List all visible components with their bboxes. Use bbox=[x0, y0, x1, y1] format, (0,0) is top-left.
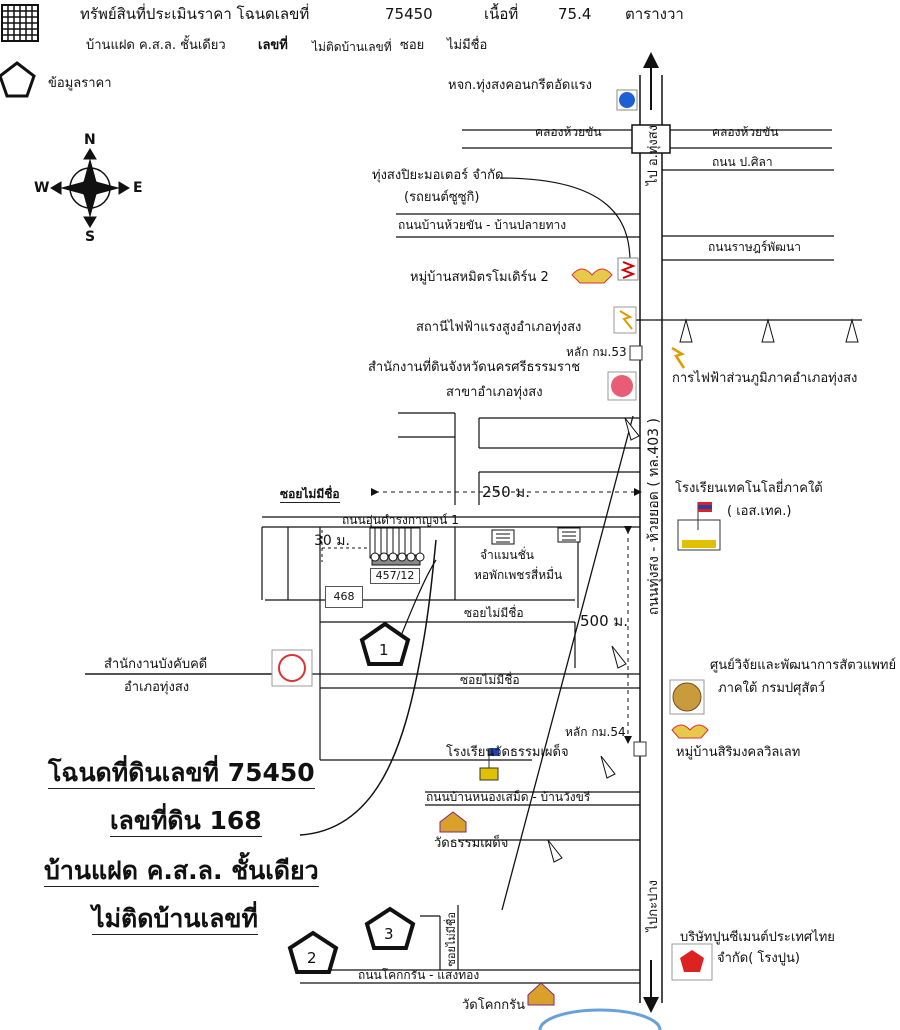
dorm-label: หอพักเพชรสี่หมื่น bbox=[474, 568, 563, 582]
enforcement-label: สำนักงานบังคับคดี bbox=[104, 657, 208, 672]
km54-label: หลัก กม.54 bbox=[565, 725, 626, 739]
wat-school-label: โรงเรียนวัดธรรมเผด็จ bbox=[446, 745, 569, 760]
legend-label: ข้อมูลราคา bbox=[48, 76, 112, 91]
vet-sub-label: ภาคใต้ กรมปศุสัตว์ bbox=[718, 681, 826, 696]
km53-label: หลัก กม.53 bbox=[566, 345, 627, 359]
tech-school-label: โรงเรียนเทคโนโลยี่ภาคใต้ bbox=[675, 481, 823, 496]
header-title: ทรัพย์สินที่ประเมินราคา โฉนดเลขที่ bbox=[80, 5, 310, 23]
soi-label: ซอย bbox=[400, 38, 425, 53]
summary-leader bbox=[299, 539, 437, 836]
compass-n: N bbox=[84, 132, 96, 148]
area-unit: ตารางวา bbox=[625, 5, 684, 23]
soi-top-label: ซอยไม่มีชื่อ bbox=[280, 487, 340, 503]
house-type: บ้านแฝด ค.ส.ล. ชั้นเดียว bbox=[86, 38, 226, 53]
summary-deed: โฉนดที่ดินเลขที่ 75450 bbox=[48, 758, 315, 789]
village-siri-icon bbox=[671, 724, 709, 739]
legend-pentagon-icon bbox=[0, 61, 36, 98]
distance-250: 250 ม. bbox=[482, 483, 531, 501]
school-flag-icon bbox=[479, 748, 499, 781]
soi1-label: ซอยไม่มีชื่อ bbox=[464, 606, 524, 620]
piyamotor-label: ทุ่งสงปิยะมอเตอร์ จำกัด bbox=[372, 168, 504, 183]
concrete-label: หจก.ทุ่งสงคอนกรีตอัดแรง bbox=[448, 78, 593, 93]
area-value: 75.4 bbox=[558, 5, 592, 23]
wat-khok-icon bbox=[527, 982, 555, 1006]
summary-land-no: เลขที่ดิน 168 bbox=[110, 806, 262, 837]
canal-east-label: คลองห้วยขัน bbox=[712, 125, 779, 139]
lot-subject: 457/12 bbox=[370, 568, 420, 584]
subject-house-block bbox=[369, 527, 425, 566]
ratpattana-label: ถนนราษฎร์พัฒนา bbox=[708, 240, 801, 254]
land-office-sub-label: สาขาอำเภอทุ่งสง bbox=[446, 385, 543, 400]
power-tower-icons bbox=[679, 318, 859, 343]
marker-3-number: 3 bbox=[384, 925, 394, 943]
power-tower-diagonal-icons bbox=[547, 417, 640, 863]
village-modern-icon bbox=[571, 268, 613, 284]
header-logo bbox=[1, 4, 39, 42]
vet-label: ศูนย์วิจัยและพัฒนาการสัตวแพทย์ bbox=[710, 658, 897, 673]
main-road-label: ถนนทุ่งสง - ห้วยยอด ( ทล.403 ) bbox=[646, 418, 662, 616]
village-modern-label: หมู่บ้านสหมิตรโมเดิร์น 2 bbox=[410, 270, 549, 285]
land-office-label: สำนักงานที่ดินจังหวัดนครศรีธรรมราช bbox=[368, 360, 581, 375]
power-line-diagonal bbox=[501, 415, 634, 911]
nongsaemed-label: ถนนบ้านหนองเสม็ด - บ้านวังขรี bbox=[426, 790, 591, 804]
house-no-label: เลขที่ bbox=[258, 38, 288, 53]
khokkrin-label: ถนนโคกกรัน - แสงทอง bbox=[358, 968, 480, 982]
km53-icon bbox=[629, 345, 643, 361]
to-north-label: ไป อ.ทุ่งสง bbox=[646, 125, 661, 186]
distance-500: 500 ม. bbox=[580, 612, 629, 630]
wat-label: วัดธรรมเผด็จ bbox=[434, 836, 509, 851]
deed-number: 75450 bbox=[385, 5, 433, 23]
village-siri-label: หมู่บ้านสิริมงคลวิลเลท bbox=[676, 745, 801, 760]
soi-vert-label: ซอยไม่มีชื่อ bbox=[445, 912, 458, 967]
marker-2-icon bbox=[287, 930, 339, 974]
soi-value: ไม่มีชื่อ bbox=[447, 38, 488, 53]
marker-1-number: 1 bbox=[379, 641, 389, 659]
marker-3-icon bbox=[364, 906, 416, 950]
enforcement-sub-label: อำเภอทุ่งสง bbox=[124, 680, 190, 695]
summary-type: บ้านแฝด ค.ส.ล. ชั้นเดียว bbox=[44, 856, 319, 887]
area-label: เนื้อที่ bbox=[484, 5, 519, 23]
east-roads bbox=[662, 129, 834, 261]
soi2-label: ซอยไม่มีชื่อ bbox=[460, 673, 520, 687]
compass-icon bbox=[50, 148, 130, 228]
cement-sub-label: จำกัด( โรงปูน) bbox=[717, 951, 800, 966]
compass-w: W bbox=[34, 180, 50, 196]
huaykhan-road-label: ถนนบ้านห้วยขัน - บ้านปลายทาง bbox=[398, 218, 567, 232]
pea-label: การไฟฟ้าส่วนภูมิภาคอำเภอทุ่งสง bbox=[672, 371, 858, 386]
canal-west-label: คลองห้วยขัน bbox=[535, 125, 602, 139]
tech-school-sub-label: ( เอส.เทค.) bbox=[727, 504, 792, 519]
to-south-label: ไปกะปาง bbox=[646, 880, 661, 932]
page-mark bbox=[538, 1008, 662, 1030]
wat-icon bbox=[439, 811, 467, 833]
pea-icon bbox=[671, 346, 686, 369]
distance-30: 30 ม. bbox=[314, 533, 350, 549]
km54-icon bbox=[633, 741, 647, 757]
summary-house-no: ไม่ติดบ้านเลขที่ bbox=[92, 904, 258, 935]
main-highway bbox=[639, 75, 663, 1003]
compass-e: E bbox=[133, 180, 143, 196]
champion-label: จำแมนชั่น bbox=[480, 548, 534, 562]
marker-1-icon bbox=[359, 621, 411, 666]
canal-bridge bbox=[631, 124, 671, 154]
piyamotor-leader bbox=[499, 177, 631, 263]
wat-khok-label: วัดโคกกรัน bbox=[462, 998, 526, 1013]
marker-2-number: 2 bbox=[307, 949, 317, 967]
compass-s: S bbox=[85, 229, 96, 245]
piyamotor-sub-label: (รถยนต์ซูซูกิ) bbox=[404, 190, 480, 205]
substation-label: สถานีไฟฟ้าแรงสูงอำเภอทุ่งสง bbox=[416, 320, 582, 335]
udom-road-label: ถนนอุ่นดำรงกาญจน์ 1 bbox=[342, 513, 459, 527]
mansion-icons bbox=[491, 527, 581, 545]
lot-neighbor: 468 bbox=[325, 586, 363, 608]
cement-label: บริษัทปูนซีเมนต์ประเทศไทย bbox=[680, 930, 835, 945]
p-sila-label: ถนน ป.ศิลา bbox=[712, 155, 773, 169]
house-no-value: ไม่ติดบ้านเลขที่ bbox=[312, 40, 392, 54]
tech-school-icon bbox=[677, 502, 721, 551]
